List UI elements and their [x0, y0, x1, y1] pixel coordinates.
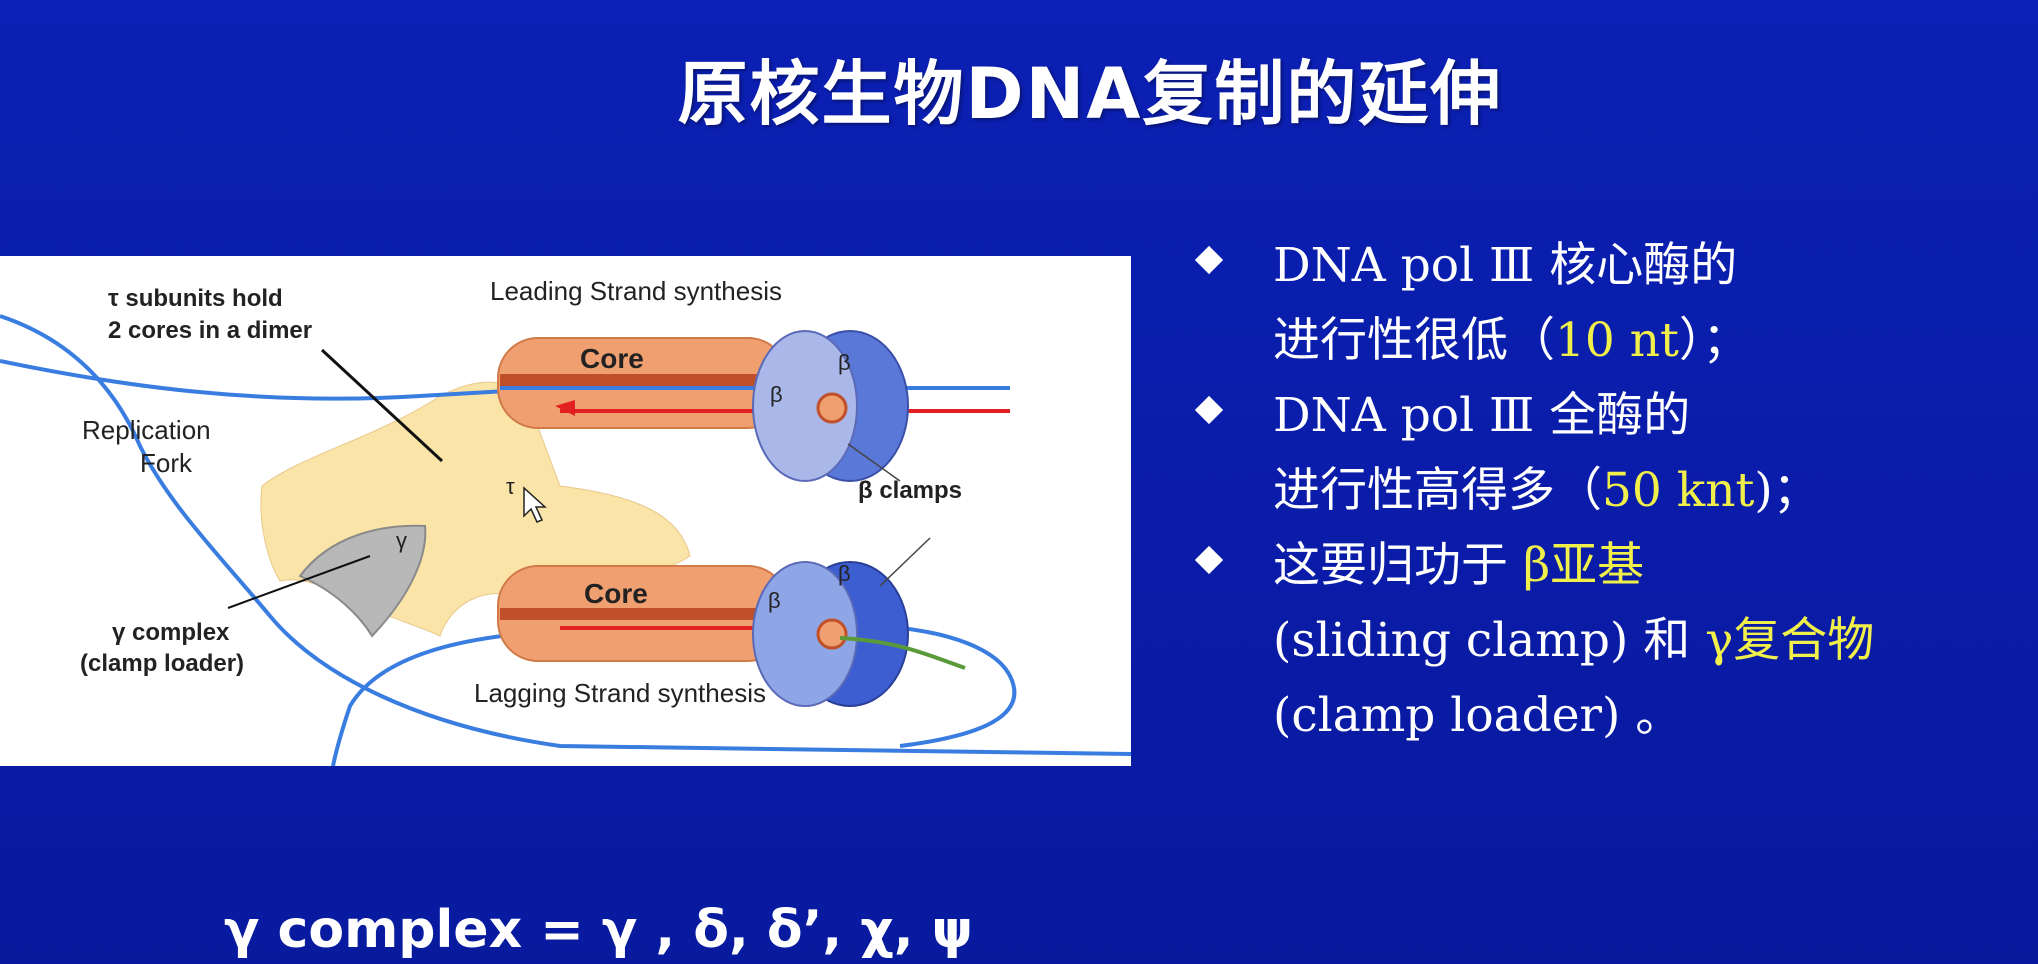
- diamond-bullet-icon: [1194, 545, 1224, 575]
- beta-top-outer: β: [838, 350, 851, 375]
- highlight-50knt: 50 knt: [1602, 463, 1755, 518]
- replisome-illustration: τ subunits hold 2 cores in a dimer Leadi…: [0, 276, 1131, 766]
- highlight-beta-subunit: β亚基: [1522, 538, 1645, 593]
- bullet-list: DNA pol Ⅲ 核心酶的 进行性很低（10 nt）； DNA pol Ⅲ 全…: [1194, 228, 2025, 753]
- diamond-bullet-icon: [1194, 395, 1224, 425]
- lagging-strand-label: Lagging Strand synthesis: [474, 678, 766, 708]
- bullet-3-line-1: 这要归功于 β亚基: [1273, 538, 1645, 593]
- mouse-cursor-icon: [523, 486, 547, 523]
- tau-pointer-line: [320, 348, 444, 463]
- core-bottom-assembly: [497, 561, 966, 707]
- core-top-assembly: [497, 330, 1010, 482]
- gamma-complex-shape: [298, 524, 427, 638]
- beta-top-inner: β: [770, 382, 783, 407]
- gamma-complex-formula: γ complex = γ , δ, δ’, χ, ψ: [224, 900, 973, 960]
- bullet-2-line-2: 进行性高得多（50 knt)；: [1273, 463, 1820, 518]
- core-bottom-label: Core: [584, 578, 648, 609]
- beta-clamp-pointer-bottom: [879, 537, 931, 587]
- bullet-3-line-3: (clamp loader) 。: [1273, 688, 1683, 743]
- slide-title: 原核生物DNA复制的延伸: [677, 53, 1503, 135]
- tau-label-line2: 2 cores in a dimer: [108, 317, 312, 344]
- bullet-1-line-2: 进行性很低（10 nt）；: [1273, 313, 1750, 368]
- core-top-label: Core: [580, 343, 644, 374]
- gamma-complex-label-line1: γ complex: [112, 619, 230, 646]
- lagging-template-loop: [331, 629, 561, 766]
- highlight-10nt: 10 nt: [1555, 313, 1679, 368]
- gamma-symbol: γ: [396, 528, 407, 553]
- gamma-pointer-line: [227, 555, 371, 609]
- beta-clamps-label: β clamps: [858, 477, 962, 504]
- beta-bottom-outer: β: [838, 561, 851, 586]
- beta-bottom-inner: β: [768, 588, 781, 613]
- beta-clamp-pointer-top: [847, 443, 901, 482]
- highlight-gamma-complex: γ复合物: [1705, 613, 1875, 668]
- diamond-bullet-icon: [1194, 245, 1224, 275]
- parental-dna-upper: [0, 314, 1131, 756]
- fork-label-line2: Fork: [140, 448, 193, 478]
- bullet-item-holoenzyme: DNA pol Ⅲ 全酶的 进行性高得多（50 knt)；: [1194, 378, 2025, 528]
- bullet-3-line-2: (sliding clamp) 和 γ复合物: [1273, 613, 1875, 668]
- leading-strand-label: Leading Strand synthesis: [490, 276, 782, 306]
- fork-label-line1: Replication: [82, 415, 211, 445]
- bullet-item-core-enzyme: DNA pol Ⅲ 核心酶的 进行性很低（10 nt）；: [1194, 228, 2025, 378]
- bullet-1-line-1: DNA pol Ⅲ 核心酶的: [1273, 238, 1738, 293]
- replication-diagram: τ subunits hold 2 cores in a dimer Leadi…: [0, 256, 1131, 766]
- bullet-2-line-1: DNA pol Ⅲ 全酶的: [1273, 388, 1691, 443]
- gamma-complex-label-line2: (clamp loader): [80, 650, 244, 677]
- tau-label-line1: τ subunits hold: [108, 285, 283, 312]
- tau-symbol: τ: [506, 474, 515, 499]
- bullet-item-beta-gamma: 这要归功于 β亚基 (sliding clamp) 和 γ复合物 (clamp …: [1194, 528, 2025, 753]
